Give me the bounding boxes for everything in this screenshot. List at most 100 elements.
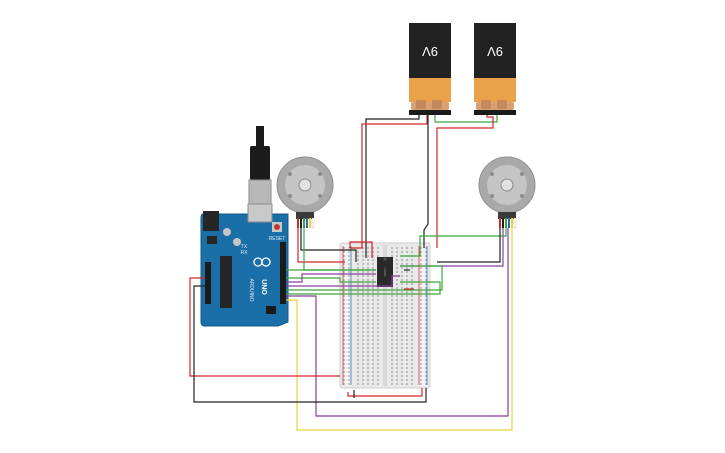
wire-black-battery-2[interactable]: [423, 115, 429, 248]
wire-purple-d6[interactable]: [286, 273, 376, 283]
wire-green-d5[interactable]: [286, 281, 441, 295]
breadboard-hole: [411, 347, 413, 349]
breadboard-hole: [348, 263, 350, 265]
motor-right-screw-2: [520, 172, 524, 176]
battery-left[interactable]: 9V: [409, 23, 451, 115]
breadboard-hole: [401, 363, 403, 365]
breadboard-hole: [377, 331, 379, 333]
breadboard-hole: [348, 339, 350, 341]
battery-right[interactable]: 9V: [474, 23, 516, 115]
breadboard-hole: [425, 315, 427, 317]
wire-green-batteries[interactable]: [434, 115, 498, 123]
breadboard-hole: [343, 279, 345, 281]
breadboard-hole: [357, 283, 359, 285]
breadboard-hole: [425, 283, 427, 285]
breadboard-hole: [367, 383, 369, 385]
wire-green-d2[interactable]: [286, 277, 376, 283]
battery-right-connector: [474, 110, 516, 115]
wire-green-motor-right[interactable]: [400, 228, 507, 257]
breadboard-hole: [420, 331, 422, 333]
wire-black-motor-left[interactable]: [300, 228, 357, 262]
breadboard-hole: [372, 339, 374, 341]
breadboard-hole: [367, 311, 369, 313]
breadboard-hole: [401, 291, 403, 293]
breadboard-hole: [401, 359, 403, 361]
breadboard-hole: [377, 379, 379, 381]
breadboard-hole: [396, 251, 398, 253]
breadboard-hole: [406, 335, 408, 337]
breadboard-hole: [420, 347, 422, 349]
breadboard-hole: [343, 355, 345, 357]
breadboard-hole: [357, 347, 359, 349]
breadboard-hole: [420, 287, 422, 289]
wire-red-motor-left[interactable]: [297, 228, 345, 263]
breadboard-hole: [362, 347, 364, 349]
wire-yellow-motor-right[interactable]: [286, 228, 513, 431]
wire-purple-d3[interactable]: [286, 275, 400, 287]
breadboard-hole: [391, 295, 393, 297]
breadboard-hole: [348, 267, 350, 269]
breadboard-hole: [406, 311, 408, 313]
breadboard-hole: [372, 347, 374, 349]
breadboard-hole: [357, 255, 359, 257]
breadboard-hole: [391, 247, 393, 249]
breadboard-hole: [396, 379, 398, 381]
breadboard-hole: [377, 319, 379, 321]
wire-red-battery-right[interactable]: [436, 115, 494, 248]
breadboard-hole: [372, 267, 374, 269]
breadboard-hole: [362, 279, 364, 281]
wire-red-bb-jumper-1[interactable]: [347, 388, 423, 397]
breadboard-hole: [372, 367, 374, 369]
breadboard-hole: [377, 291, 379, 293]
wire-red-bb-jumper-2[interactable]: [349, 241, 373, 258]
motor-driver-chip[interactable]: L293D: [377, 257, 393, 287]
breadboard-hole: [406, 315, 408, 317]
breadboard-hole: [372, 275, 374, 277]
breadboard-hole: [367, 259, 369, 261]
breadboard-hole: [396, 283, 398, 285]
breadboard-hole: [396, 383, 398, 385]
breadboard-hole: [406, 251, 408, 253]
wire-black-battery-left[interactable]: [365, 115, 420, 258]
breadboard-hole: [406, 291, 408, 293]
digital-header: [280, 242, 286, 304]
wire-black-gnd[interactable]: [193, 285, 427, 403]
breadboard-hole: [401, 375, 403, 377]
motor-left[interactable]: [276, 156, 334, 229]
breadboard-hole: [343, 307, 345, 309]
breadboard-hole: [401, 283, 403, 285]
breadboard-hole: [406, 351, 408, 353]
breadboard-hole: [343, 319, 345, 321]
breadboard-hole: [420, 271, 422, 273]
breadboard-hole: [406, 327, 408, 329]
breadboard-hole: [425, 383, 427, 385]
breadboard-hole: [367, 359, 369, 361]
breadboard-hole: [420, 351, 422, 353]
battery-right-label-band: [474, 78, 516, 102]
usb-cable-plug: [250, 146, 270, 180]
battery-left-label: 9V: [422, 44, 438, 59]
breadboard-hole: [343, 311, 345, 313]
breadboard-hole: [411, 363, 413, 365]
wire-red-5v[interactable]: [189, 277, 340, 377]
wire-green-d4[interactable]: [286, 265, 443, 291]
breadboard-hole: [348, 303, 350, 305]
wire-purple-motor-right-2[interactable]: [286, 228, 509, 417]
breadboard-hole: [377, 323, 379, 325]
breadboard-hole: [391, 311, 393, 313]
breadboard-hole: [425, 291, 427, 293]
breadboard-hole: [348, 371, 350, 373]
motor-right[interactable]: [478, 156, 536, 229]
breadboard-hole: [420, 383, 422, 385]
wire-black-motor-right[interactable]: [437, 228, 501, 263]
breadboard-hole: [357, 311, 359, 313]
arduino-uno[interactable]: UNO ARDUINO TX RX RESET: [200, 126, 289, 327]
breadboard-hole: [357, 363, 359, 365]
wire-red-battery-left[interactable]: [350, 115, 428, 249]
breadboard-hole: [401, 383, 403, 385]
breadboard-hole: [406, 275, 408, 277]
breadboard-hole: [348, 359, 350, 361]
breadboard-hole: [411, 295, 413, 297]
breadboard[interactable]: [339, 242, 431, 389]
